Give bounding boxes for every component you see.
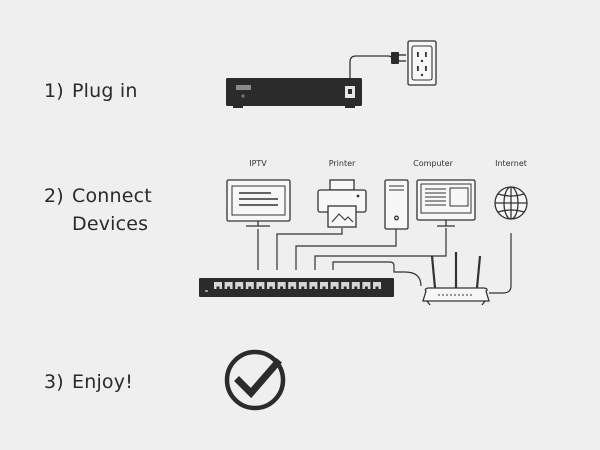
power-outlet-icon — [407, 40, 437, 86]
switch-port-tab — [216, 286, 220, 289]
switch-port — [351, 282, 360, 289]
switch-port — [214, 282, 222, 289]
switch-port — [235, 282, 244, 289]
switch-port-tab — [258, 286, 262, 289]
checkmark-icon — [224, 349, 286, 411]
printer-icon — [317, 179, 367, 228]
computer-label: Computer — [413, 159, 453, 168]
power-cable — [349, 55, 394, 78]
internet-label: Internet — [495, 159, 527, 168]
switch-port-tab — [280, 286, 284, 289]
step-3-number: 3) — [44, 371, 64, 393]
iptv-label: IPTV — [249, 159, 267, 168]
tv-icon — [226, 179, 291, 227]
switch-port-tab — [237, 286, 241, 289]
switch-port-tab — [375, 286, 379, 289]
switch-port — [330, 282, 339, 289]
step-1-number: 1) — [44, 80, 64, 102]
switch-port-tab — [290, 286, 294, 289]
switch-ports — [214, 282, 381, 289]
power-plug-icon — [391, 52, 406, 64]
switch-port-tab — [269, 286, 273, 289]
switch-port-tab — [301, 286, 305, 289]
switch-port-tab — [248, 286, 252, 289]
switch-port — [288, 282, 297, 289]
switch-port — [256, 282, 265, 289]
step-2-text-line2: Devices — [72, 213, 149, 235]
step-2-label: 2) Connect Devices — [44, 182, 152, 238]
network-cables — [257, 228, 512, 294]
step-2-number: 2) — [44, 185, 64, 207]
switch-port — [309, 282, 318, 289]
switch-port — [267, 282, 275, 289]
switch-port-tab — [227, 286, 231, 289]
step-2-text-line1: Connect — [72, 185, 152, 207]
switch-port-tab — [333, 286, 337, 289]
switch-port — [362, 282, 371, 289]
switch-port — [373, 282, 381, 289]
switch-port — [277, 282, 286, 289]
switch-port-tab — [343, 286, 347, 289]
step-3-label: 3) Enjoy! — [44, 368, 133, 396]
switch-icon — [226, 78, 362, 108]
switch-port-tab — [311, 286, 315, 289]
switch-port — [341, 282, 350, 289]
computer-tower-icon — [384, 179, 409, 230]
switch-port-tab — [322, 286, 326, 289]
switch-port — [320, 282, 328, 289]
step-1-text: Plug in — [72, 80, 138, 102]
switch-port-tab — [364, 286, 368, 289]
step-1-label: 1) Plug in — [44, 77, 138, 105]
router-icon — [422, 252, 490, 306]
switch-port — [298, 282, 307, 289]
printer-label: Printer — [328, 159, 356, 168]
switch-port — [245, 282, 254, 289]
switch-port — [224, 282, 233, 289]
globe-icon — [494, 186, 528, 220]
step-3-text: Enjoy! — [72, 371, 134, 393]
switch-port-tab — [354, 286, 358, 289]
computer-icon — [416, 179, 476, 227]
